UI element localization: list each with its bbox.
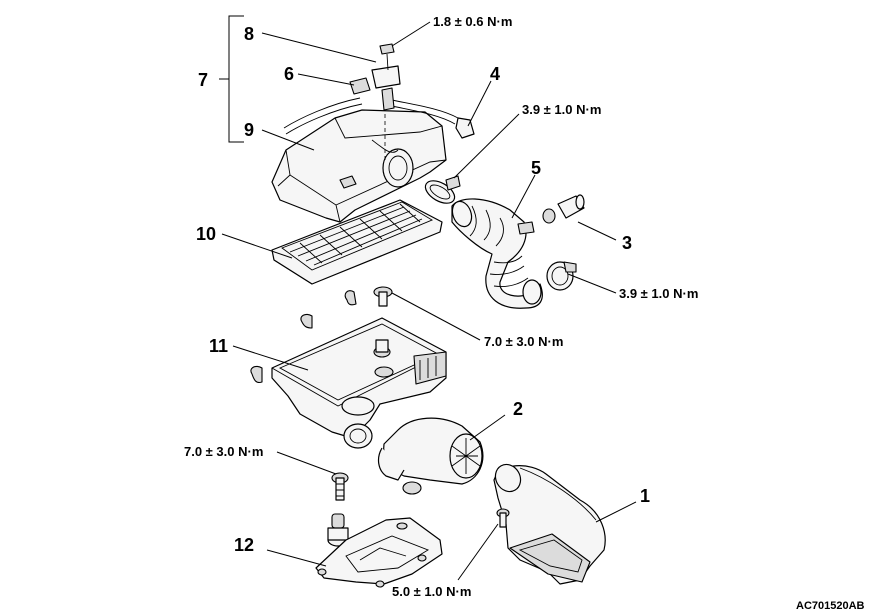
callout-8: 8: [244, 24, 254, 44]
breather-connector: [542, 194, 585, 224]
hose-clamp-lower: [546, 261, 577, 291]
torque-labels: 1.8 ± 0.6 N·m 3.9 ± 1.0 N·m 3.9 ± 1.0 N·…: [184, 14, 698, 599]
air-cleaner-case: [271, 317, 447, 449]
air-intake-hose: [451, 198, 543, 309]
callout-6: 6: [284, 64, 294, 84]
callout-5: 5: [531, 158, 541, 178]
bracket-bolt-left: [331, 472, 349, 501]
callout-3: 3: [622, 233, 632, 253]
callout-2: 2: [513, 399, 523, 419]
duct-mounting-bolt: [496, 508, 510, 528]
callout-11: 11: [209, 336, 228, 356]
torque-top: 1.8 ± 0.6 N·m: [433, 14, 512, 29]
air-filter-element: [271, 199, 443, 285]
callout-labels: 8 7 6 9 4 5 3 10 11 2 1 12: [196, 24, 650, 555]
group-bracket-7: [219, 15, 244, 143]
torque-clamp-upper: 3.9 ± 1.0 N·m: [522, 102, 601, 117]
torque-left-bolt: 7.0 ± 3.0 N·m: [184, 444, 263, 459]
figure-code: AC701520AB: [796, 600, 865, 612]
wiring-harness: [283, 43, 475, 139]
callout-10: 10: [196, 224, 216, 244]
callout-4: 4: [490, 64, 500, 84]
torque-case-bolt: 7.0 ± 3.0 N·m: [484, 334, 563, 349]
air-cleaner-cover: [271, 100, 447, 223]
callout-9: 9: [244, 120, 254, 140]
callout-1: 1: [640, 486, 650, 506]
air-duct: [493, 463, 606, 585]
callout-12: 12: [234, 535, 254, 555]
torque-duct-bolt: 5.0 ± 1.0 N·m: [392, 584, 471, 599]
case-mounting-bolt-upper: [373, 286, 393, 307]
rubber-grommet: [327, 513, 349, 547]
torque-clamp-lower: 3.9 ± 1.0 N·m: [619, 286, 698, 301]
callout-7: 7: [198, 70, 208, 90]
retaining-clips: [250, 290, 357, 384]
hose-clamp-upper: [424, 175, 461, 204]
leader-lines: [221, 21, 637, 581]
resonator-body: [377, 417, 484, 495]
air-cleaner-bracket: [315, 517, 443, 588]
